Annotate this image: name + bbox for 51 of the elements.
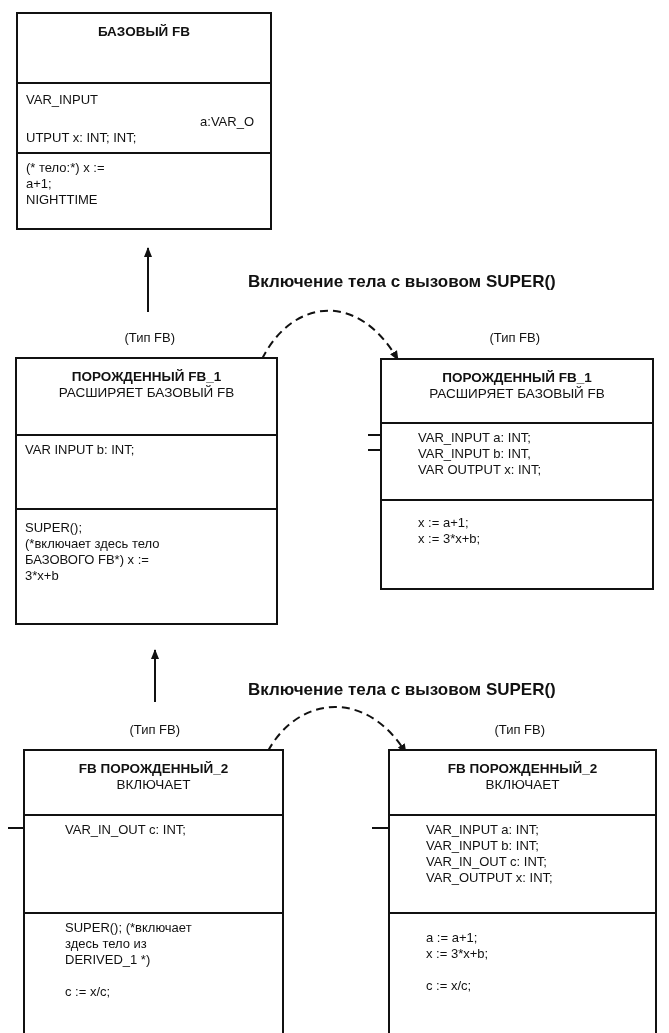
code-line: c := x/c; [426, 978, 473, 994]
function-block-box [380, 358, 654, 590]
code-line: VAR OUTPUT x: INT; [418, 462, 543, 478]
code-line: a+1; [26, 176, 53, 192]
code-line: a:VAR_O [199, 114, 255, 130]
code-line: 3*x+b [25, 568, 60, 584]
code-line: VAR_IN_OUT c: INT; [426, 854, 548, 870]
code-line: VAR_INPUT b: INT; [426, 838, 540, 854]
block-title: FB ПОРОЖДЕННЫЙ_2 [446, 761, 599, 777]
inheritance-arrow [144, 247, 152, 313]
code-line: DERIVED_1 *) [65, 952, 152, 968]
code-line: x := 3*x+b; [418, 531, 482, 547]
code-line: здесь тело из [65, 936, 148, 952]
code-line: VAR_INPUT [26, 92, 99, 108]
code-line: VAR_OUTPUT x: INT; [426, 870, 554, 886]
code-line: x := 3*x+b; [426, 946, 490, 962]
dashed-arrow [261, 309, 399, 361]
function-block-box [23, 749, 284, 1033]
section-heading: Включение тела с вызовом SUPER() [248, 680, 556, 700]
code-line: VAR INPUT b: INT; [25, 442, 136, 458]
code-line: a := a+1; [426, 930, 479, 946]
block-title: ВКЛЮЧАЕТ [484, 777, 561, 793]
function-block-box [16, 12, 272, 230]
code-line: БАЗОВОГО FB*) x := [25, 552, 150, 568]
block-title: ВКЛЮЧАЕТ [115, 777, 192, 793]
inheritance-arrow [151, 649, 159, 703]
code-line: x := a+1; [418, 515, 470, 531]
block-title: FB ПОРОЖДЕННЫЙ_2 [77, 761, 230, 777]
code-line: VAR_INPUT a: INT; [426, 822, 540, 838]
code-line: SUPER(); [25, 520, 84, 536]
function-block-box [388, 749, 657, 1033]
block-title: РАСШИРЯЕТ БАЗОВЫЙ FB [57, 385, 236, 401]
code-line: (*включает здесь тело [25, 536, 161, 552]
block-title: ПОРОЖДЕННЫЙ FB_1 [441, 370, 593, 386]
type-caption: (Тип FB) [494, 722, 546, 737]
type-caption: (Тип FB) [129, 722, 181, 737]
function-block-box [15, 357, 278, 625]
block-title: БАЗОВЫЙ FB [96, 24, 192, 40]
code-line: VAR_IN_OUT c: INT; [65, 822, 187, 838]
code-line: (* тело:*) x := [26, 160, 106, 176]
section-heading: Включение тела с вызовом SUPER() [248, 272, 556, 292]
type-caption: (Тип FB) [124, 330, 176, 345]
type-caption: (Тип FB) [489, 330, 541, 345]
block-title: ПОРОЖДЕННЫЙ FB_1 [70, 369, 223, 385]
code-line: VAR_INPUT a: INT; [418, 430, 532, 446]
code-line: VAR_INPUT b: INT, [418, 446, 532, 462]
code-line: SUPER(); (*включает [65, 920, 193, 936]
code-line: c := x/c; [65, 984, 112, 1000]
code-line: UTPUT x: INT; INT; [26, 130, 138, 146]
code-line: NIGHTTIME [26, 192, 99, 208]
block-title: РАСШИРЯЕТ БАЗОВЫЙ FB [428, 386, 606, 402]
